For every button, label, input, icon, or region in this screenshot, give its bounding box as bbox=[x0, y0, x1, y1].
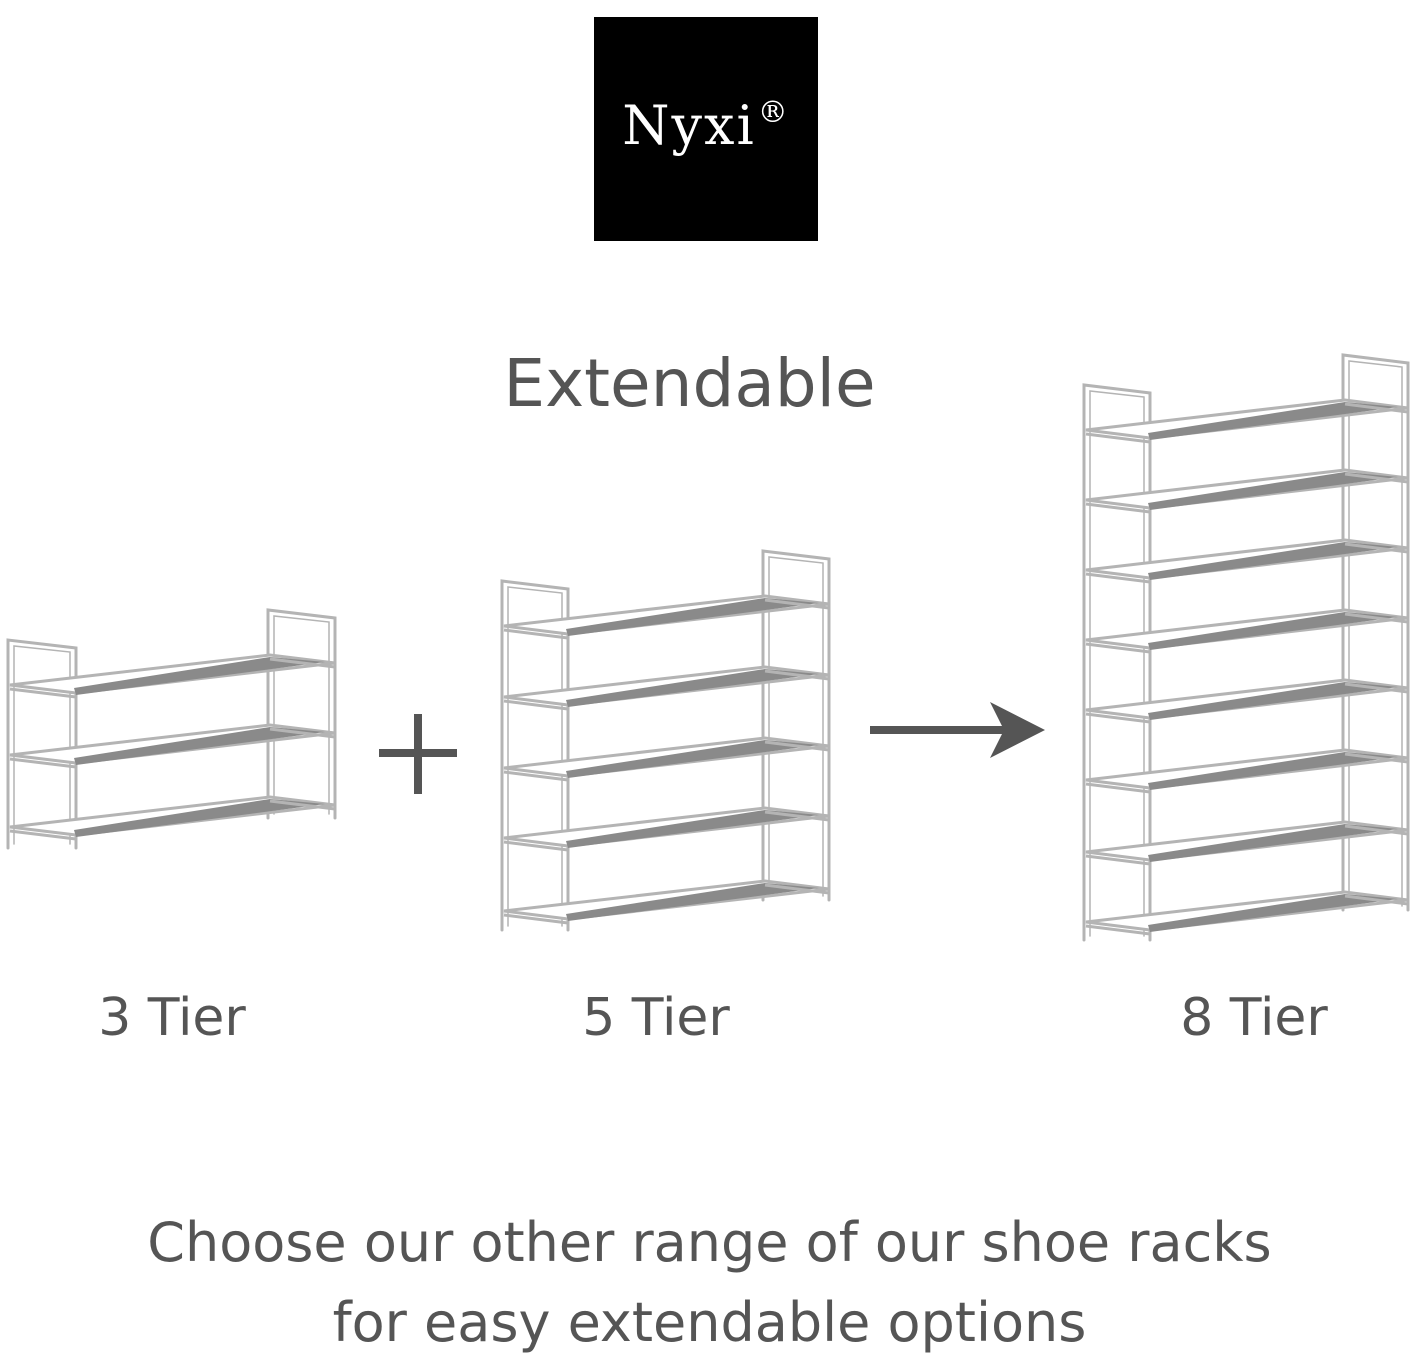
rack-shelf-edge bbox=[1085, 432, 1151, 444]
rack-post-right bbox=[761, 549, 831, 902]
arrow-right-icon bbox=[870, 702, 1045, 758]
rack-shelf-edge bbox=[1344, 682, 1409, 694]
rack-shelf-edge bbox=[269, 799, 336, 811]
brand-wordmark: Nyxi® bbox=[622, 93, 790, 157]
rack-shelf-fabric bbox=[566, 740, 819, 778]
rack-shelf-fabric bbox=[1148, 894, 1398, 932]
rack-shelf-edge bbox=[1344, 612, 1409, 624]
rack-label-8-tier: 8 Tier bbox=[1180, 988, 1328, 1048]
rack-shelf-edge bbox=[764, 810, 830, 822]
rack-shelf-edge bbox=[503, 628, 569, 640]
rack-shelf-fabric bbox=[1148, 472, 1398, 510]
caption-line-1: Choose our other range of our shoe racks bbox=[147, 1211, 1272, 1274]
rack-shelf-edge bbox=[1344, 542, 1409, 554]
rack-shelf-edge bbox=[503, 913, 569, 925]
rack-shelf-edge bbox=[503, 770, 569, 782]
rack-shelf-fabric bbox=[1148, 752, 1398, 790]
rack-post-right-inner bbox=[768, 556, 824, 897]
rack-shelf-edge bbox=[9, 829, 77, 841]
rack-shelf-fabric bbox=[566, 883, 819, 921]
rack-shelf-edge bbox=[1344, 824, 1409, 836]
rack-shelf-fabric bbox=[74, 727, 325, 765]
caption-line-2: for easy extendable options bbox=[332, 1291, 1087, 1354]
rack-shelf-edge bbox=[764, 740, 830, 752]
rack-shelf-edge bbox=[503, 699, 569, 711]
rack-shelf-edge bbox=[764, 883, 830, 895]
rack-shelf-edge bbox=[269, 727, 336, 739]
rack-label-3-tier: 3 Tier bbox=[98, 988, 246, 1048]
rack-shelf-fabric bbox=[74, 657, 325, 695]
rack-shelf-edge bbox=[1085, 854, 1151, 866]
plus-icon bbox=[379, 714, 457, 794]
rack-shelf-edge bbox=[503, 840, 569, 852]
rack-shelf-edge bbox=[764, 598, 830, 610]
rack-label-5-tier: 5 Tier bbox=[582, 988, 730, 1048]
rack-shelf-edge bbox=[1085, 642, 1151, 654]
rack-post-left-inner bbox=[13, 645, 71, 845]
rack-post-right-inner bbox=[1348, 360, 1403, 907]
rack-post-right-inner bbox=[273, 615, 330, 815]
rack-post-left-inner bbox=[507, 586, 563, 927]
rack-shelf-fabric bbox=[1148, 824, 1398, 862]
rack-shelf-edge bbox=[1344, 894, 1409, 906]
rack-shelf-edge bbox=[764, 669, 830, 681]
rack-shelf-edge bbox=[1085, 712, 1151, 724]
rack-post-left bbox=[6, 638, 78, 850]
rack-shelf-fabric bbox=[566, 669, 819, 707]
rack-shelf-fabric bbox=[566, 810, 819, 848]
rack-shelf-edge bbox=[9, 757, 77, 769]
rack-shelf-fabric bbox=[1148, 612, 1398, 650]
rack-shelf-edge bbox=[9, 687, 77, 699]
rack-5-tier-icon bbox=[500, 549, 831, 932]
rack-post-right bbox=[1341, 353, 1410, 912]
rack-post-right bbox=[266, 608, 337, 820]
rack-shelf-fabric bbox=[1148, 682, 1398, 720]
rack-shelf-edge bbox=[1085, 924, 1151, 936]
rack-post-left-inner bbox=[1089, 390, 1145, 937]
rack-shelf-edge bbox=[1085, 782, 1151, 794]
rack-3-tier-icon bbox=[6, 608, 337, 850]
rack-post-left bbox=[1082, 383, 1152, 942]
rack-shelf-edge bbox=[1344, 402, 1409, 414]
rack-shelf-edge bbox=[1344, 752, 1409, 764]
rack-8-tier-icon bbox=[1082, 353, 1410, 942]
rack-shelf-edge bbox=[1085, 572, 1151, 584]
rack-shelf-edge bbox=[1344, 472, 1409, 484]
rack-shelf-fabric bbox=[1148, 402, 1398, 440]
rack-shelf-fabric bbox=[74, 799, 325, 837]
page-title: Extendable bbox=[503, 345, 876, 422]
rack-shelf-fabric bbox=[1148, 542, 1398, 580]
brand-logo: Nyxi® bbox=[594, 17, 818, 241]
rack-shelf-fabric bbox=[566, 598, 819, 636]
rack-shelf-edge bbox=[1085, 502, 1151, 514]
rack-shelf-edge bbox=[269, 657, 336, 669]
